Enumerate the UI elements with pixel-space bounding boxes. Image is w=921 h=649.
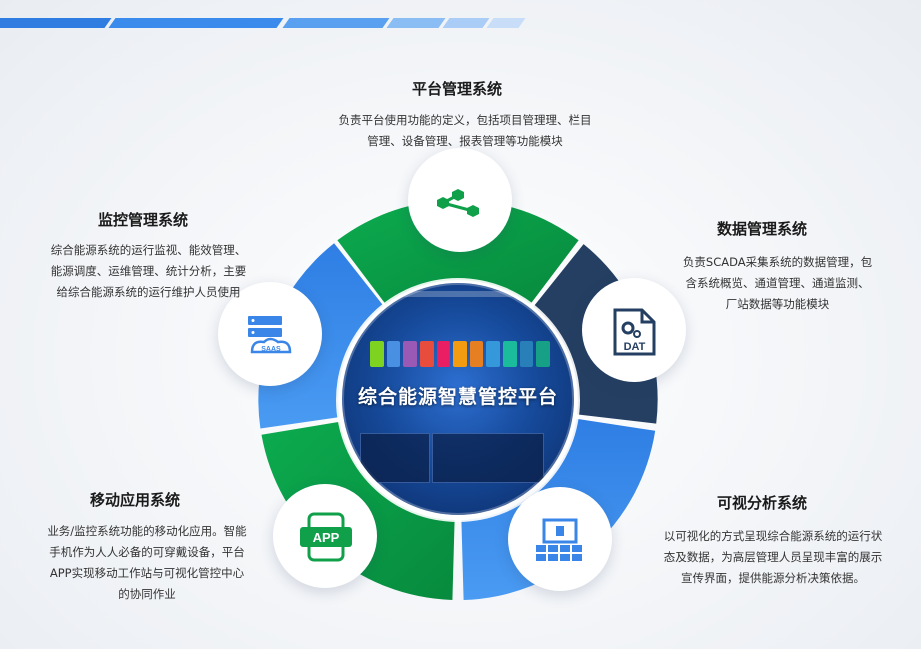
app-icon: APP xyxy=(300,512,352,562)
saas-server-icon: SAAS xyxy=(248,316,292,354)
visual-desc-line: 态及数据，为高层管理人员呈现丰富的展示 xyxy=(663,550,883,564)
data-title: 数据管理系统 xyxy=(717,220,808,238)
platform-desc-line: 负责平台使用功能的定义，包括项目管理理、栏目 xyxy=(338,113,592,127)
app-icon-label: APP xyxy=(313,530,340,545)
mobile-icon-circle: APP xyxy=(273,484,377,588)
saas-icon-label: SAAS xyxy=(261,346,281,353)
monitor-desc-line: 综合能源系统的运行监视、能效管理、 xyxy=(50,243,247,257)
visual-icon-circle xyxy=(508,487,612,591)
monitor-desc-line: 给综合能源系统的运行维护人员使用 xyxy=(56,285,241,299)
mobile-title: 移动应用系统 xyxy=(90,491,181,509)
data-icon-circle: DAT xyxy=(582,278,686,382)
module-tile-strip xyxy=(370,341,551,367)
dat-file-icon: DAT xyxy=(613,308,656,356)
dat-icon-label: DAT xyxy=(624,341,646,353)
data-desc-line: 含系统概览、通道管理、通道监测、 xyxy=(685,276,870,290)
display-wall-icon xyxy=(536,518,582,561)
monitor-desc: 综合能源系统的运行监视、能效管理、 能源调度、运维管理、统计分析，主要 给综合能… xyxy=(36,240,261,303)
visual-desc-line: 宣传界面，提供能源分析决策依据。 xyxy=(681,571,865,585)
ring-segment-platform xyxy=(337,199,579,305)
platform-desc-line: 管理、设备管理、报表管理等功能模块 xyxy=(367,134,563,148)
center-platform-screen: 综合能源智慧管控平台 xyxy=(342,283,574,515)
screen-panel-right xyxy=(432,433,544,483)
platform-icon-circle xyxy=(408,148,512,252)
screen-panel-left xyxy=(360,433,430,483)
visual-desc-line: 以可视化的方式呈现综合能源系统的运行状 xyxy=(663,529,883,543)
monitor-title: 监控管理系统 xyxy=(98,211,189,229)
data-desc: 负责SCADA采集系统的数据管理，包 含系统概览、通道管理、通道监测、 厂站数据… xyxy=(665,252,890,315)
platform-title: 平台管理系统 xyxy=(412,80,503,98)
screen-top-bar xyxy=(382,291,532,297)
mobile-desc-line: APP实现移动工作站与可视化管控中心 xyxy=(49,566,245,580)
monitor-icon-circle: SAAS xyxy=(218,282,322,386)
mobile-desc-line: 业务/监控系统功能的移动化应用。智能 xyxy=(47,524,247,538)
visual-title: 可视分析系统 xyxy=(717,494,808,512)
mobile-desc-line: 的协同作业 xyxy=(118,587,176,601)
platform-desc: 负责平台使用功能的定义，包括项目管理理、栏目 管理、设备管理、报表管理等功能模块 xyxy=(330,110,600,152)
monitor-desc-line: 能源调度、运维管理、统计分析，主要 xyxy=(50,264,247,278)
mobile-desc-line: 手机作为人人必备的可穿戴设备，平台 xyxy=(49,545,245,559)
mobile-desc: 业务/监控系统功能的移动化应用。智能 手机作为人人必备的可穿戴设备，平台 APP… xyxy=(32,521,262,605)
visual-desc: 以可视化的方式呈现综合能源系统的运行状 态及数据，为高层管理人员呈现丰富的展示 … xyxy=(648,526,898,589)
center-title: 综合能源智慧管控平台 xyxy=(357,386,558,408)
data-desc-line: 负责SCADA采集系统的数据管理，包 xyxy=(682,255,873,269)
share-nodes-icon xyxy=(437,189,479,217)
data-desc-line: 厂站数据等功能模块 xyxy=(725,297,830,311)
